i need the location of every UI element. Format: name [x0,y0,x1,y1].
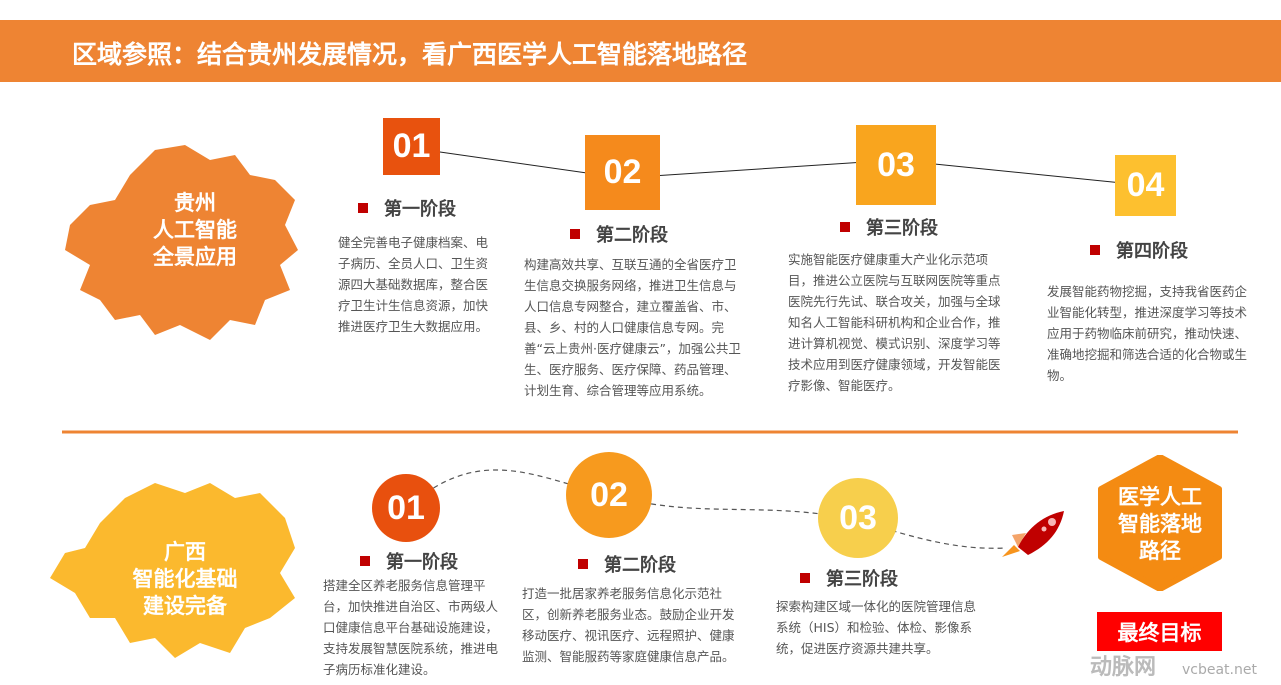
final-goal-badge: 最终目标 [1097,612,1222,651]
guizhou-stage-3-text: 实施智能医疗健康重大产业化示范项目，推进公立医院与互联网医院等重点医院先行先试、… [788,252,1001,393]
guizhou-stage-4-text: 发展智能药物挖掘，支持我省医药企业智能化转型，推进深度学习等技术应用于药物临床前… [1047,284,1248,383]
guangxi-stage-1-text: 搭建全区养老服务信息管理平台，加快推进自治区、市两级人口健康信息平台基础设施建设… [323,578,499,677]
guizhou-label-line: 全景应用 [153,245,237,269]
page-title: 区域参照：结合贵州发展情况，看广西医学人工智能落地路径 [72,40,748,69]
guizhou-map [65,145,298,340]
goal-hexagon-text: 医学人工 智能落地 路径 [1097,484,1223,565]
guizhou-stage-1-text: 健全完善电子健康档案、电子病历、全员人口、卫生资源四大基础数据库，整合医疗卫生计… [338,235,489,334]
guizhou-label-line: 贵州 [174,191,216,215]
guizhou-label: 贵州 人工智能 全景应用 [130,190,260,271]
bullet-icon [358,203,368,213]
goal-text-line: 路径 [1139,539,1181,563]
guangxi-stage-2-text: 打造一批居家养老服务信息化示范社区，创新养老服务业态。鼓励企业开发移动医疗、视讯… [522,586,735,664]
goal-hexagon [1098,455,1222,591]
guangxi-map [50,483,295,658]
guangxi-stage-2-number: 02 [566,452,652,538]
bullet-icon [360,556,370,566]
guizhou-stage-3-number: 03 [856,125,936,205]
guangxi-label-line: 建设完备 [143,594,227,618]
guizhou-stage-2-title: 第二阶段 [570,221,668,247]
stage-name: 第一阶段 [386,552,458,573]
guizhou-stage-4-title: 第四阶段 [1090,237,1188,263]
guangxi-stage-3-title: 第三阶段 [800,565,898,591]
stage-name: 第二阶段 [596,225,668,246]
header-bar: 区域参照：结合贵州发展情况，看广西医学人工智能落地路径 [0,20,1281,82]
guangxi-label-line: 智能化基础 [132,567,238,591]
guangxi-stage-1-title: 第一阶段 [360,548,458,574]
guangxi-stage-2-title: 第二阶段 [578,551,676,577]
watermark-url: vcbeat.net [1182,662,1257,678]
guangxi-stage-3-number: 03 [818,478,898,558]
guizhou-stage-2-text: 构建高效共享、互联互通的全省医疗卫生信息交换服务网络，推进卫生信息与人口信息专网… [524,257,741,398]
guangxi-stage-3-text: 探索构建区域一体化的医院管理信息系统（HIS）和检验、体检、影像系统，促进医疗资… [776,599,977,656]
guizhou-stage-3-title: 第三阶段 [840,214,938,240]
goal-text-line: 医学人工 [1118,485,1202,509]
bullet-icon [800,573,810,583]
goal-text-line: 智能落地 [1118,512,1202,536]
bullet-icon [578,559,588,569]
guizhou-stage-1-number: 01 [383,118,440,175]
guizhou-stage-1-title: 第一阶段 [358,195,456,221]
bullet-icon [840,222,850,232]
rocket-icon [1002,511,1064,557]
guizhou-stage-2-number: 02 [585,135,660,210]
guangxi-label: 广西 智能化基础 建设完备 [110,539,260,620]
guizhou-stage-4-number: 04 [1115,155,1176,216]
stage-name: 第三阶段 [866,218,938,239]
bullet-icon [1090,245,1100,255]
stage-name: 第一阶段 [384,199,456,220]
guizhou-label-line: 人工智能 [153,218,237,242]
stage-name: 第三阶段 [826,569,898,590]
guangxi-label-line: 广西 [164,540,206,564]
stage-name: 第二阶段 [604,555,676,576]
guangxi-stage-1-number: 01 [372,474,440,542]
bullet-icon [570,229,580,239]
watermark-logo: 动脉网 [1090,655,1157,680]
stage-name: 第四阶段 [1116,241,1188,262]
